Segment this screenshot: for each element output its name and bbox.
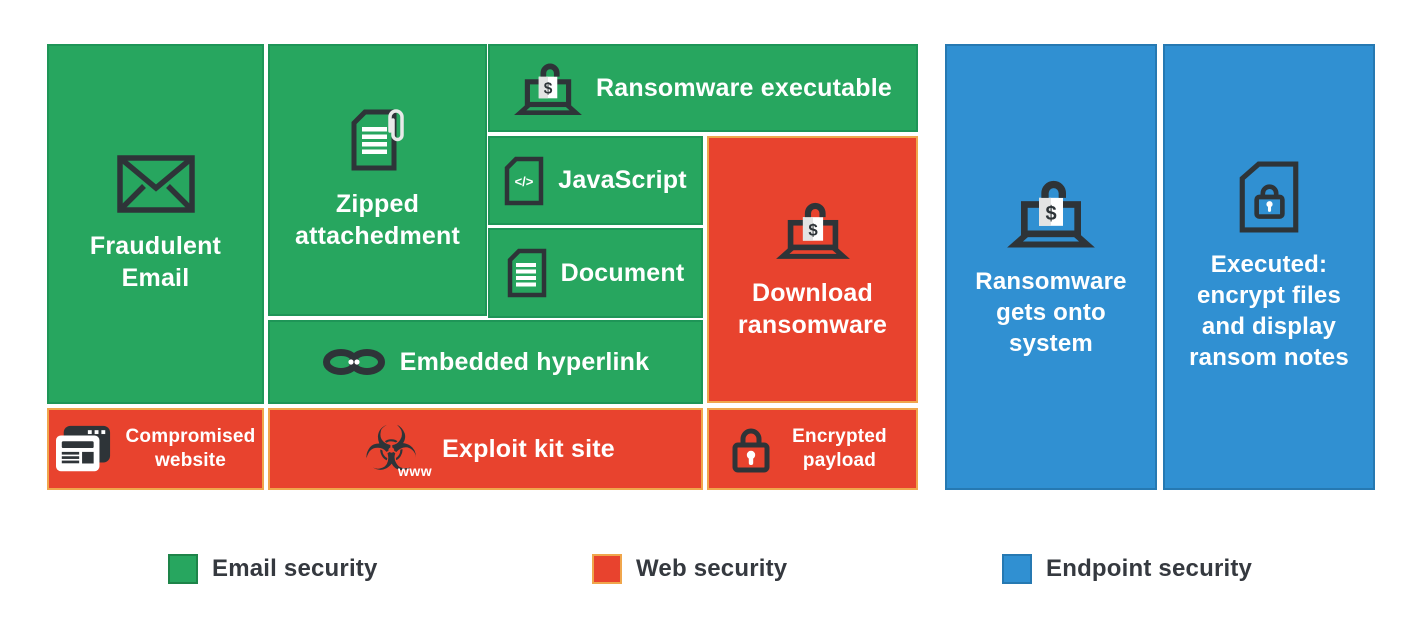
block-ransomware-executable: $ Ransomware executable [488, 44, 918, 132]
compromised-website-icon [55, 425, 110, 472]
legend-label-email: Email security [212, 555, 378, 582]
legend-label-endpoint: Endpoint security [1046, 555, 1253, 582]
block-document: Document [488, 228, 703, 318]
block-label: JavaScript [558, 166, 687, 195]
block-label: Fraudulent Email [89, 231, 222, 293]
block-ransomware-gets-onto-system: $ Ransomware gets onto system [945, 44, 1157, 490]
zipped-attachment-icon [351, 108, 404, 170]
block-label: Ransomware executable [596, 73, 892, 102]
envelope-icon [116, 154, 195, 213]
block-embedded-hyperlink: Embedded hyperlink [268, 320, 703, 404]
biohazard-www-icon: ☣ www [356, 412, 431, 485]
block-encrypted-payload: Encrypted payload [707, 408, 918, 490]
block-download-ransomware: $ Download ransomware [707, 136, 918, 403]
encrypted-file-icon [1239, 161, 1299, 233]
javascript-file-icon: </> [505, 156, 544, 205]
legend-item-web-security: Web security [592, 552, 787, 586]
legend-item-endpoint-security: Endpoint security [1002, 552, 1252, 586]
block-label: Document [560, 258, 685, 287]
block-label: Download ransomware [737, 278, 888, 340]
block-zipped-attachment: Zipped attachedment [268, 44, 487, 316]
www-label: www [397, 463, 433, 479]
code-glyph: </> [515, 174, 534, 189]
block-compromised-website: Compromised website [47, 408, 264, 490]
block-label: Zipped attachedment [295, 189, 460, 251]
dollar-glyph: $ [808, 220, 818, 239]
hyperlink-chain-icon [322, 349, 385, 375]
dollar-glyph: $ [544, 81, 553, 98]
block-exploit-kit-site: ☣ www Exploit kit site [268, 408, 703, 490]
endpoint-security-swatch [1002, 554, 1032, 584]
encrypted-payload-padlock-icon [732, 428, 769, 473]
block-label: Executed: encrypt files and display rans… [1189, 250, 1349, 372]
biohazard-glyph: ☣ [363, 412, 419, 485]
ransomware-laptop-lock-icon: $ [514, 63, 582, 116]
document-icon [507, 248, 546, 298]
legend-label-web: Web security [636, 555, 788, 582]
dollar-glyph: $ [1045, 203, 1056, 225]
download-ransomware-laptop-icon: $ [775, 202, 850, 259]
web-security-swatch [592, 554, 622, 584]
block-fraudulent-email: Fraudulent Email [47, 44, 264, 404]
block-executed: Executed: encrypt files and display rans… [1163, 44, 1375, 490]
block-label: Embedded hyperlink [399, 347, 650, 376]
block-javascript: </> JavaScript [488, 136, 703, 225]
block-label: Ransomware gets onto system [975, 267, 1127, 358]
legend-item-email-security: Email security [168, 552, 378, 586]
block-label: Exploit kit site [442, 434, 615, 463]
email-security-swatch [168, 554, 198, 584]
block-label: Encrypted payload [792, 426, 887, 471]
block-label: Compromised website [125, 426, 256, 471]
laptop-lock-icon: $ [1007, 180, 1095, 248]
